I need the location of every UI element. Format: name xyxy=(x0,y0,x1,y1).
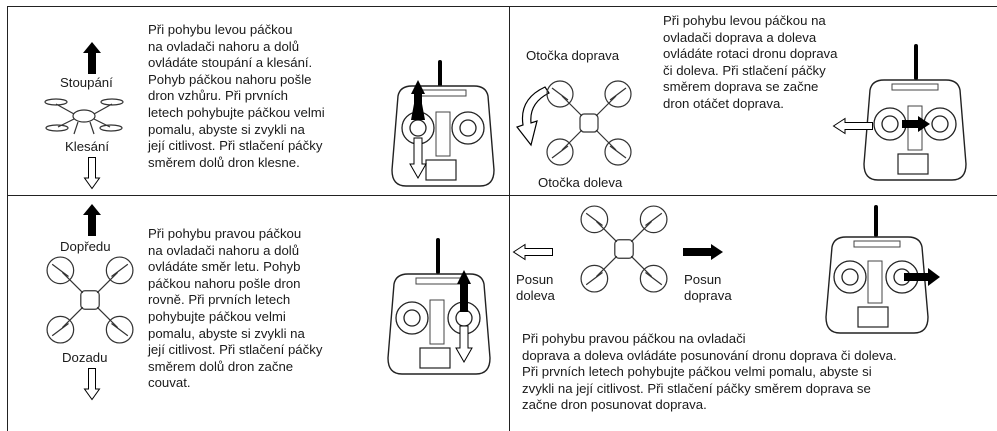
text-line: dron otáčet doprava. xyxy=(663,95,784,111)
left-border xyxy=(7,6,8,431)
drone-icon xyxy=(44,98,124,135)
text-line: její citlivost. Při stlačení páčky xyxy=(148,342,323,358)
drone-icon xyxy=(46,256,134,344)
arrow-down-icon xyxy=(83,368,101,401)
label-rotate-right: Otočka doprava xyxy=(526,48,620,63)
top-border xyxy=(7,6,997,7)
arrow-left-icon xyxy=(832,117,873,135)
arrow-left-icon xyxy=(512,243,553,261)
text-line: pohybujte páčkou velmi xyxy=(148,308,286,324)
text-line: směrem doprava se začne xyxy=(663,79,819,95)
pitch-text: Při pohybu pravou páčkou na ovladači nah… xyxy=(148,226,322,392)
text-line: či doleva. Při stlačení páčky xyxy=(663,62,826,78)
text-line: rovně. Při prvních letech xyxy=(148,292,291,308)
drone-icon xyxy=(580,205,668,293)
text-line: doprava a doleva ovládáte posunování dro… xyxy=(522,347,897,363)
text-line: letech pohybujte páčkou velmi xyxy=(148,104,325,120)
text-line: doprava xyxy=(684,288,732,303)
text-line: ovladači doprava a doleva xyxy=(663,29,817,45)
text-line: Při pohybu pravou páčkou na ovladači xyxy=(522,331,746,346)
center-divider xyxy=(509,6,510,431)
label-strafe-right: Posun doprava xyxy=(684,272,732,304)
label-forward: Dopředu xyxy=(60,239,111,254)
text-line: směrem dolů dron klesne. xyxy=(148,154,300,170)
rotate-text: Při pohybu levou páčkou na ovladači dopr… xyxy=(663,13,837,113)
rotate-arrow-icon xyxy=(516,86,550,147)
text-line: začne dron posunovat doprava. xyxy=(522,397,707,413)
remote-controller-icon xyxy=(387,238,491,375)
text-line: ovládáte stoupání a klesání. xyxy=(148,55,313,71)
text-line: páčkou nahoru pošle dron xyxy=(148,275,301,291)
remote-controller-icon xyxy=(391,60,495,187)
remote-controller-icon xyxy=(863,44,967,181)
text-line: doleva xyxy=(516,288,555,303)
text-line: směrem dolů dron začne xyxy=(148,358,294,374)
text-line: Při pohybu levou páčkou xyxy=(148,22,293,37)
label-strafe-left: Posun doleva xyxy=(516,272,555,304)
text-line: ovládáte rotaci dronu doprava xyxy=(663,46,838,62)
text-line: na ovladači nahoru a dolů xyxy=(148,242,300,258)
text-line: Pohyb páčkou nahoru pošle xyxy=(148,71,312,87)
text-line: pomalu, abyste si zvykli na xyxy=(148,121,305,137)
text-line: Při pohybu pravou páčkou xyxy=(148,226,302,241)
arrow-up-icon xyxy=(83,42,101,74)
climb-text: Při pohybu levou páčkou na ovladači naho… xyxy=(148,22,325,171)
drone-icon xyxy=(546,80,632,166)
text-line: Posun xyxy=(516,272,554,287)
remote-controller-icon xyxy=(825,205,940,334)
text-line: ovládáte směr letu. Pohyb xyxy=(148,259,301,275)
middle-divider xyxy=(7,195,997,196)
label-descend: Klesání xyxy=(65,139,109,154)
arrow-up-icon xyxy=(83,204,101,236)
label-climb: Stoupání xyxy=(60,75,113,90)
text-line: couvat. xyxy=(148,375,191,391)
text-line: Posun xyxy=(684,272,722,287)
text-line: dron vzhůru. Při prvních xyxy=(148,88,288,104)
text-line: Při prvních letech pohybujte páčkou velm… xyxy=(522,364,872,380)
text-line: na ovladači nahoru a dolů xyxy=(148,38,300,54)
text-line: Při pohybu levou páčkou na xyxy=(663,13,826,28)
arrow-right-icon xyxy=(683,244,723,260)
label-rotate-left: Otočka doleva xyxy=(538,175,623,190)
strafe-text: Při pohybu pravou páčkou na ovladači dop… xyxy=(522,331,897,414)
text-line: pomalu, abyste si zvykli na xyxy=(148,325,305,341)
arrow-down-icon xyxy=(83,157,101,190)
text-line: její citlivost. Při stlačení páčky xyxy=(148,138,323,154)
label-backward: Dozadu xyxy=(62,350,108,365)
text-line: zvykli na její citlivost. Při stlačení p… xyxy=(522,380,871,396)
